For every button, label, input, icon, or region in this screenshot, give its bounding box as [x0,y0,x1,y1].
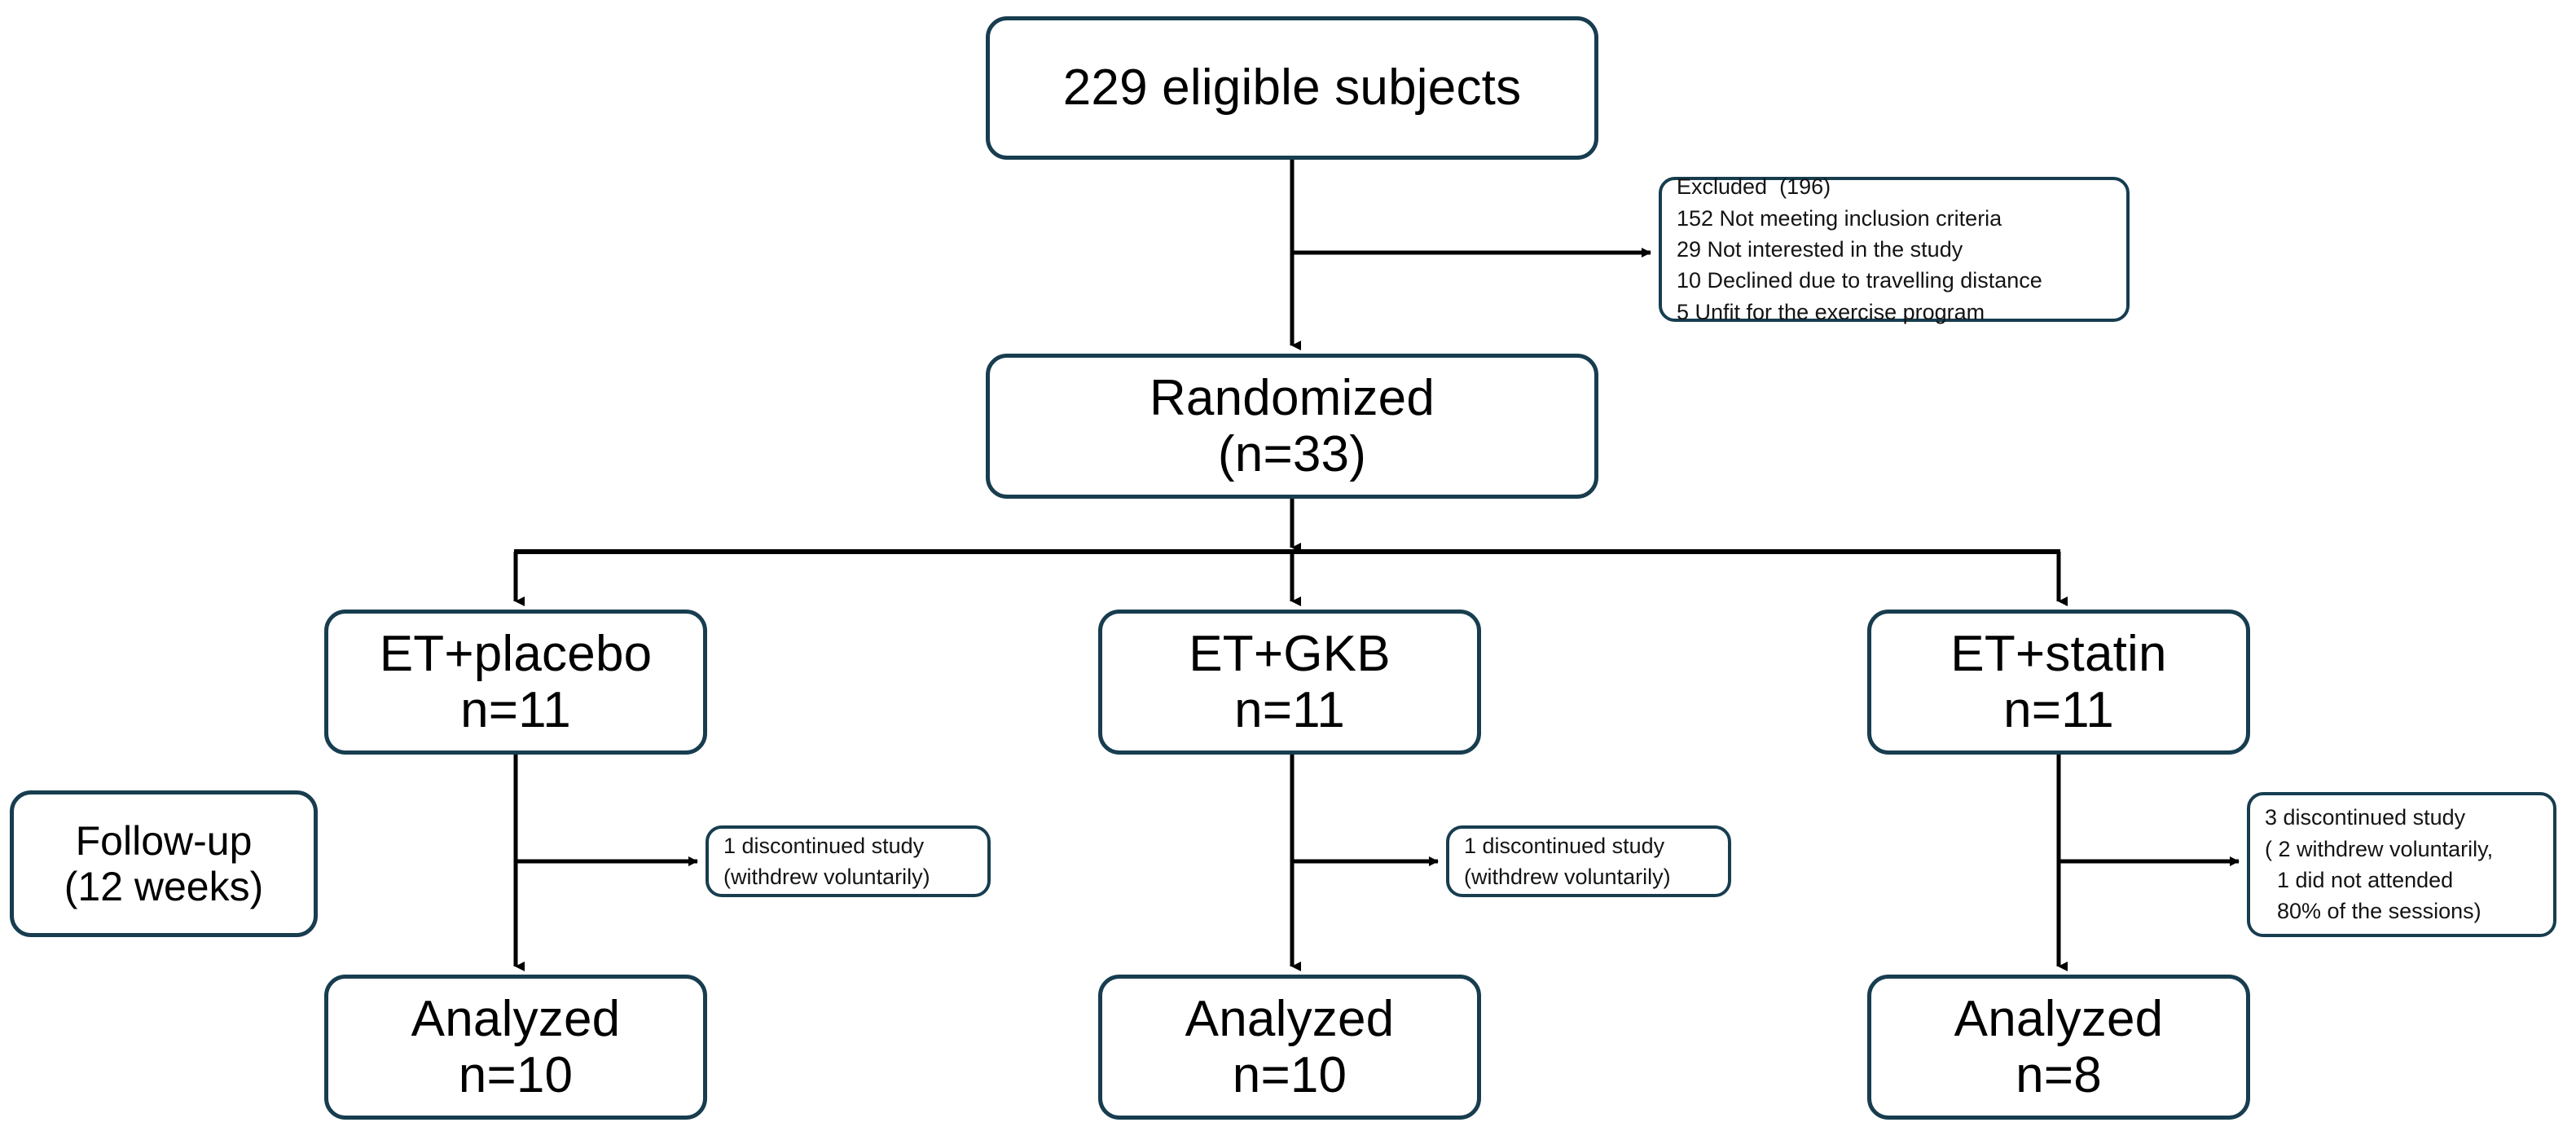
disc-placebo-line-1: (withdrew voluntarily) [723,865,930,889]
note-discontinued-placebo: 1 discontinued study (withdrew voluntari… [706,825,991,897]
analyzed-placebo-label: Analyzed [411,990,621,1047]
note-discontinued-statin: 3 discontinued study ( 2 withdrew volunt… [2247,792,2556,937]
followup-duration: (12 weeks) [64,864,264,909]
eligible-subjects-label: 229 eligible subjects [1062,59,1522,117]
excluded-line-1: 152 Not meeting inclusion criteria [1677,205,2002,231]
arm-placebo-count: n=11 [460,682,571,738]
node-analyzed-gkb: Analyzed n=10 [1098,975,1481,1120]
node-analyzed-statin: Analyzed n=8 [1867,975,2250,1120]
node-followup: Follow-up (12 weeks) [10,790,318,937]
node-analyzed-placebo: Analyzed n=10 [324,975,707,1120]
note-discontinued-gkb: 1 discontinued study (withdrew voluntari… [1446,825,1731,897]
excluded-line-3: 10 Declined due to travelling distance [1677,268,2042,293]
arm-statin-label: ET+statin [1950,625,2167,682]
arm-placebo-label: ET+placebo [379,625,653,682]
arm-statin-count: n=11 [2003,682,2114,738]
excluded-line-0: Excluded (196) [1677,174,1831,200]
analyzed-gkb-label: Analyzed [1185,990,1395,1047]
disc-gkb-line-1: (withdrew voluntarily) [1464,865,1671,889]
randomized-label: Randomized [1149,369,1435,426]
disc-statin-line-0: 3 discontinued study [2265,805,2466,830]
analyzed-gkb-count: n=10 [1232,1047,1347,1103]
arm-gkb-count: n=11 [1234,682,1345,738]
excluded-line-2: 29 Not interested in the study [1677,236,1963,262]
node-arm-statin: ET+statin n=11 [1867,610,2250,755]
disc-statin-line-3: 80% of the sessions) [2265,899,2481,924]
disc-gkb-line-0: 1 discontinued study [1464,833,1665,858]
disc-placebo-line-0: 1 discontinued study [723,833,925,858]
followup-label: Follow-up [75,818,253,864]
node-arm-placebo: ET+placebo n=11 [324,610,707,755]
node-arm-gkb: ET+GKB n=11 [1098,610,1481,755]
randomized-count: (n=33) [1217,426,1367,482]
node-excluded: Excluded (196) 152 Not meeting inclusion… [1659,174,2130,324]
node-eligible-subjects: 229 eligible subjects [986,16,1598,160]
arm-gkb-label: ET+GKB [1189,625,1391,682]
node-randomized: Randomized (n=33) [986,354,1598,499]
analyzed-statin-count: n=8 [2016,1047,2102,1103]
analyzed-placebo-count: n=10 [458,1047,574,1103]
analyzed-statin-label: Analyzed [1954,990,2164,1047]
excluded-line-4: 5 Unfit for the exercise program [1677,299,1985,324]
disc-statin-line-2: 1 did not attended [2265,868,2454,892]
disc-statin-line-1: ( 2 withdrew voluntarily, [2265,836,2494,861]
